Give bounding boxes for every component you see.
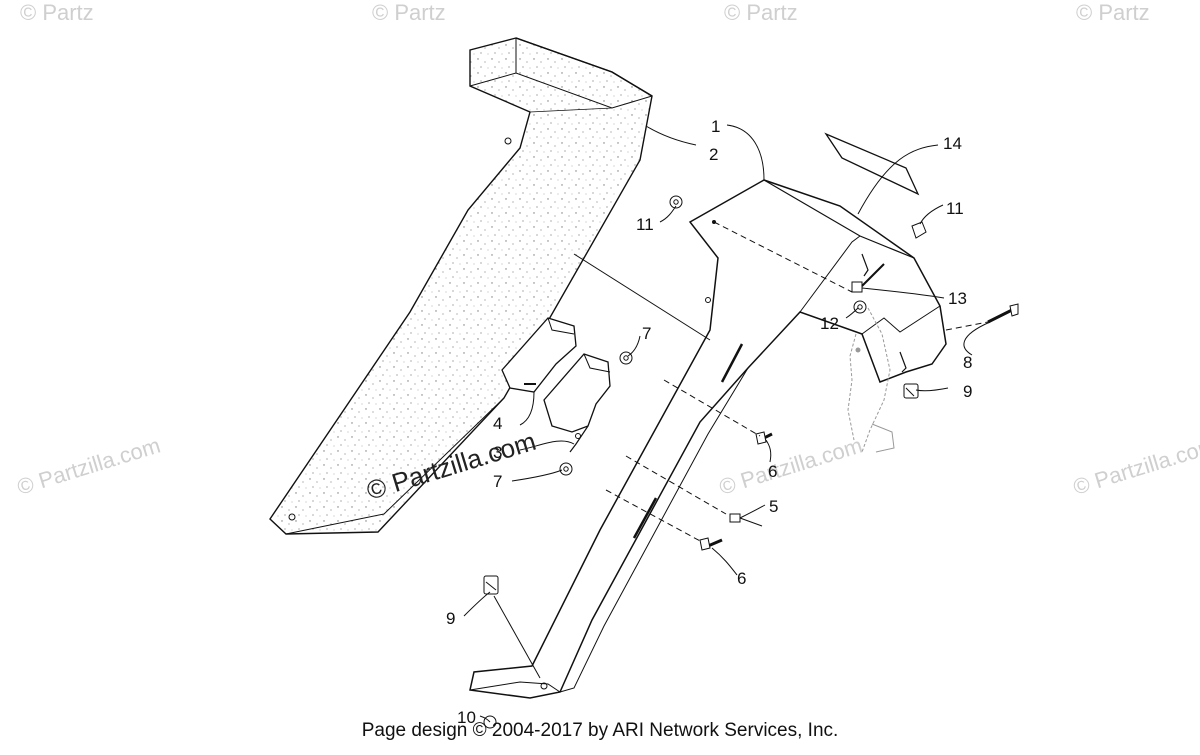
nut-7-lower [559, 462, 573, 476]
watermark-top-2: © Partz [372, 0, 446, 25]
nut-11-right [911, 221, 927, 239]
callout-4: 4 [493, 414, 502, 433]
callout-11-left: 11 [636, 215, 654, 234]
bolt-8 [987, 303, 1019, 324]
callout-6-upper: 6 [768, 462, 777, 481]
bolt-6-lower [699, 537, 723, 551]
bracket-3-part [543, 353, 611, 453]
callout-7-upper: 7 [642, 324, 651, 343]
callout-6-lower: 6 [737, 569, 746, 588]
foam-pad-part [269, 37, 653, 535]
watermark-top-3: © Partz [724, 0, 798, 25]
callout-2: 2 [709, 145, 718, 164]
callout-5: 5 [769, 497, 778, 516]
callout-14: 14 [943, 134, 962, 153]
nut-11-left [669, 195, 683, 209]
clip-9-left [483, 575, 499, 595]
cover-part [469, 179, 947, 699]
decal-part [824, 132, 920, 196]
callout-12: 12 [820, 314, 839, 333]
bolt-6-upper [755, 431, 773, 445]
bolt-13 [851, 263, 885, 293]
watermark-top-1: © Partz [20, 0, 94, 25]
rivet-5 [729, 513, 763, 527]
callouts: 1 2 14 11 11 13 12 8 9 7 4 3 6 7 5 6 9 1… [446, 117, 972, 727]
watermark-right: © Partzilla.com [1070, 433, 1200, 500]
callout-3: 3 [493, 443, 502, 462]
watermark-top-4: © Partz [1076, 0, 1150, 25]
callout-11-right: 11 [946, 199, 964, 218]
nut-12 [853, 300, 867, 314]
callout-7-lower: 7 [493, 472, 502, 491]
callout-13: 13 [948, 289, 967, 308]
bracket-4-part [501, 317, 577, 393]
callout-8: 8 [963, 353, 972, 372]
assembly-lines [605, 221, 989, 543]
watermark-left: © Partzilla.com [14, 433, 163, 500]
copyright-footer: Page design © 2004-2017 by ARI Network S… [361, 720, 839, 741]
callout-9-left: 9 [446, 609, 455, 628]
clip-9-right [903, 383, 919, 399]
leader-lines [463, 124, 991, 723]
callout-10: 10 [457, 708, 476, 727]
callout-9-right: 9 [963, 382, 972, 401]
callout-1: 1 [711, 117, 720, 136]
watermark-center: © Partzilla.com [716, 433, 865, 500]
rear-bracket [847, 307, 895, 453]
